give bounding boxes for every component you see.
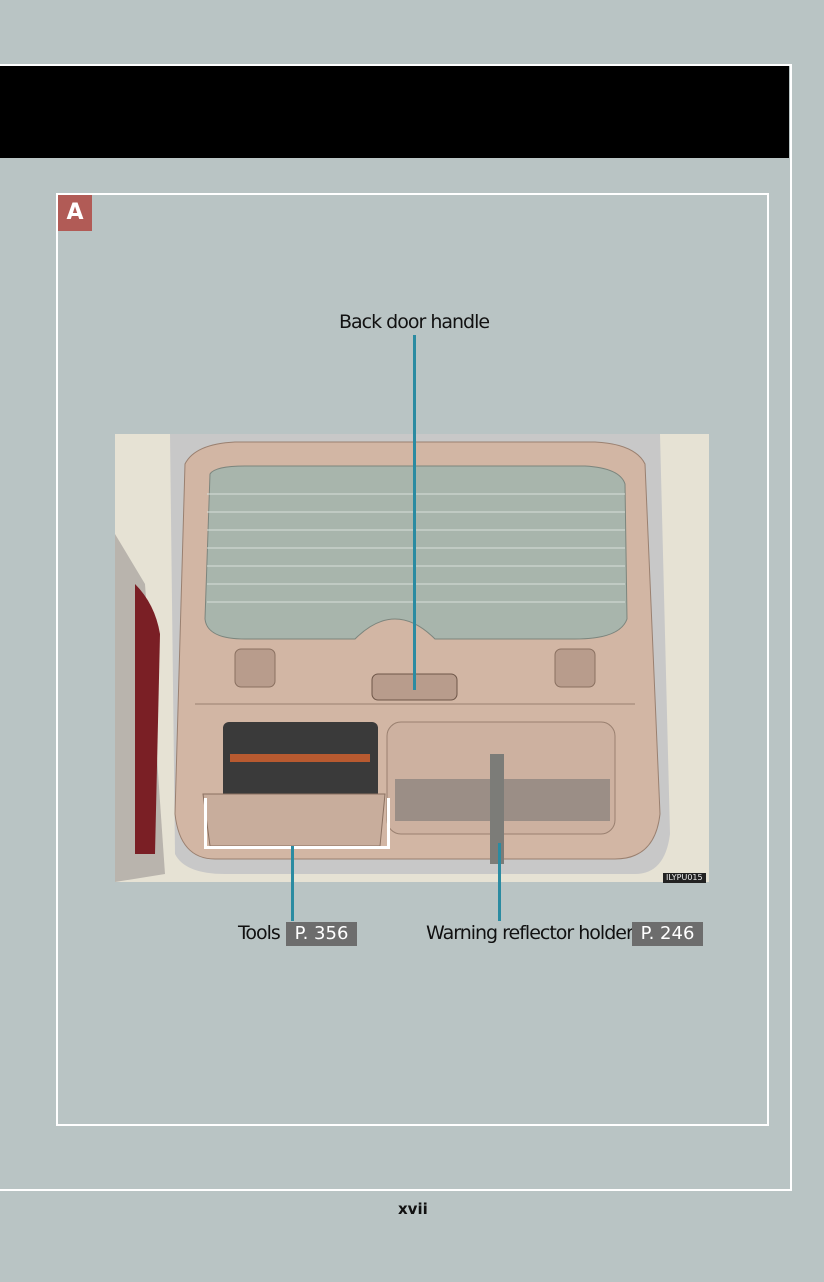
- section-badge: A: [58, 195, 92, 231]
- page-frame: [0, 64, 792, 1191]
- page-number: xvii: [398, 1200, 428, 1218]
- reflector-holder-label: Warning reflector holder: [426, 922, 634, 944]
- tools-bracket: [204, 798, 390, 849]
- tools-label: Tools: [238, 922, 281, 944]
- illustration-code: ILYPU015: [663, 873, 706, 883]
- tools-leader: [291, 846, 294, 921]
- back-door-illustration: [115, 434, 709, 882]
- back-door-handle-label: Back door handle: [339, 311, 490, 333]
- header-band: [0, 66, 789, 158]
- back-door-handle-leader: [413, 335, 416, 690]
- reflector-leader: [498, 843, 501, 921]
- tools-page-ref[interactable]: P. 356: [286, 922, 357, 946]
- illustration-panel: [56, 193, 769, 1126]
- reflector-holder-page-ref[interactable]: P. 246: [632, 922, 703, 946]
